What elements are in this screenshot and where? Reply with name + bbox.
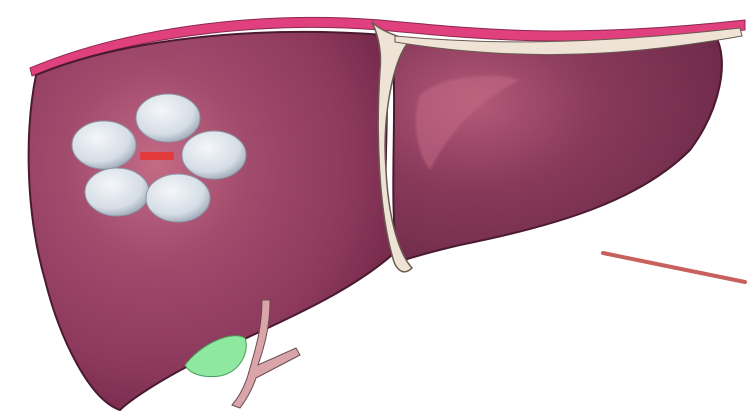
ablation-probe — [182, 131, 246, 179]
ablation-probe — [136, 94, 200, 142]
ablation-probe — [85, 168, 149, 216]
ablation-probe — [146, 174, 210, 222]
ablation-probe — [72, 121, 136, 169]
center-marker — [140, 152, 174, 160]
pointer-line — [603, 253, 745, 282]
